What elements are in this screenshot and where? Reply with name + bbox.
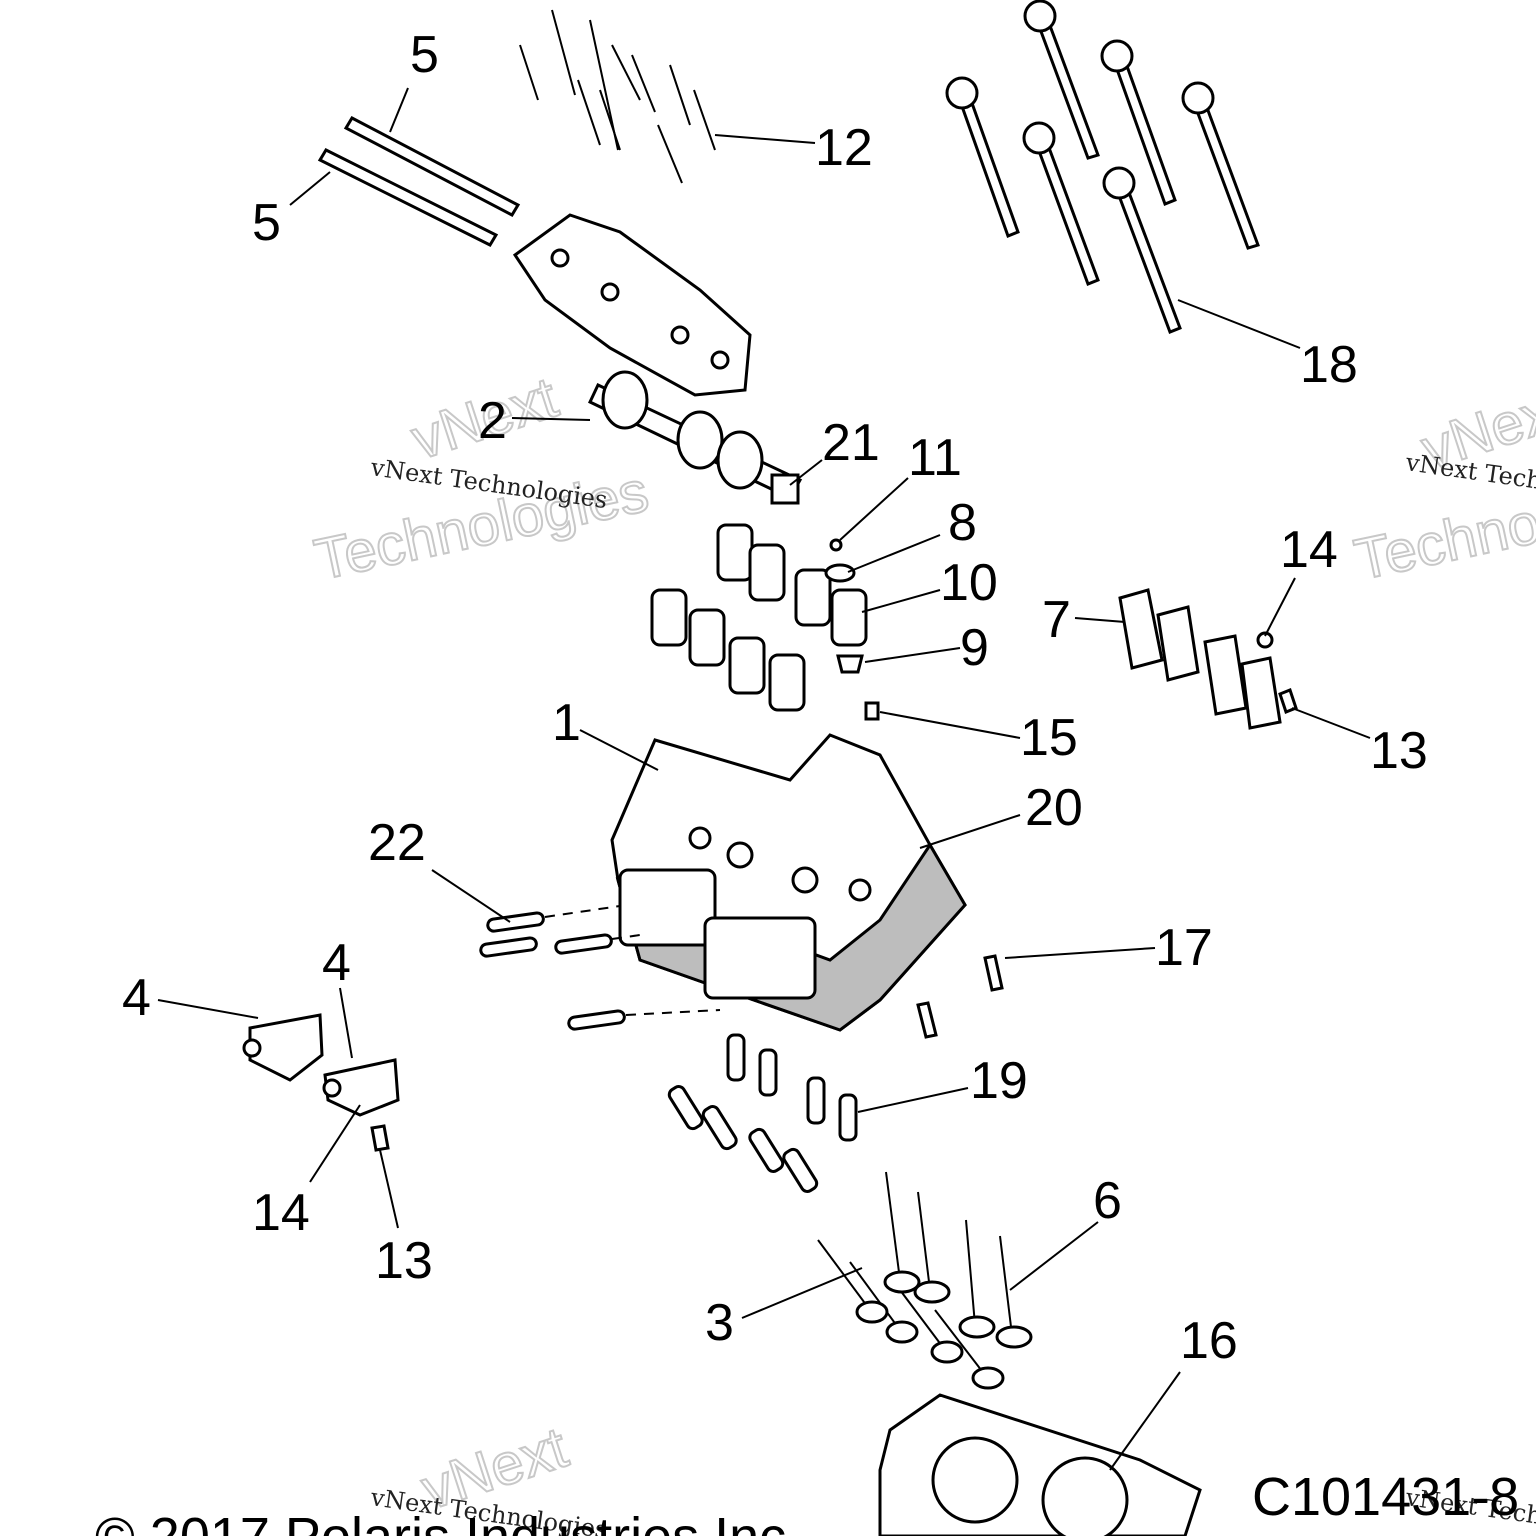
head-bolts: [945, 0, 1260, 334]
callout-16: 16: [1180, 1312, 1238, 1370]
callout-13-left: 13: [375, 1232, 433, 1290]
callout-numbers: 5 5 12 18 2 21 11 8 10 9 14 7 13 15 1 20…: [122, 26, 1428, 1370]
callout-9: 9: [960, 619, 989, 677]
callout-3: 3: [705, 1294, 734, 1352]
callout-5b: 5: [252, 194, 281, 252]
cylinder-head: [610, 733, 967, 1032]
callout-5a: 5: [410, 26, 439, 84]
callout-15: 15: [1020, 709, 1078, 767]
callout-7: 7: [1042, 591, 1071, 649]
callout-19: 19: [970, 1052, 1028, 1110]
callout-1: 1: [552, 694, 581, 752]
rocker-shafts: [317, 116, 521, 247]
callout-4-right: 4: [322, 934, 351, 992]
callout-4-left: 4: [122, 969, 151, 1027]
callout-21: 21: [822, 414, 880, 472]
callout-14-left: 14: [252, 1184, 310, 1242]
callout-8: 8: [948, 494, 977, 552]
callout-18: 18: [1300, 336, 1358, 394]
callout-2: 2: [478, 392, 507, 450]
callout-11: 11: [908, 429, 962, 487]
valves: [817, 1171, 1033, 1390]
callout-14-right: 14: [1280, 521, 1338, 579]
rocker-carrier: [512, 213, 752, 397]
callout-13-right: 13: [1370, 722, 1428, 780]
callout-12: 12: [815, 119, 873, 177]
dowels: [479, 905, 721, 1031]
camshaft: [588, 370, 803, 505]
valve-guides: [667, 1033, 858, 1193]
rocker-arms-right: [1118, 588, 1298, 730]
watermark-group: vNext Technologies vNext Technologies vN…: [308, 364, 1536, 1536]
valve-springs: [650, 523, 868, 712]
rocker-arms-left: [242, 1013, 400, 1152]
screw-17a: [983, 954, 1004, 992]
screw-17b: [916, 1001, 938, 1039]
callout-20: 20: [1025, 779, 1083, 837]
small-bolts: [519, 9, 716, 184]
callout-10: 10: [940, 554, 998, 612]
head-gasket: [878, 1393, 1202, 1536]
dowel-pin: [864, 701, 880, 721]
callout-17: 17: [1155, 919, 1213, 977]
callout-22: 22: [368, 814, 426, 872]
callout-6: 6: [1093, 1172, 1122, 1230]
copyright-text: © 2017 Polaris Industries Inc.: [95, 1507, 801, 1536]
drawing-id: C101431-8: [1252, 1467, 1519, 1527]
leader-lines: [157, 87, 1371, 1471]
